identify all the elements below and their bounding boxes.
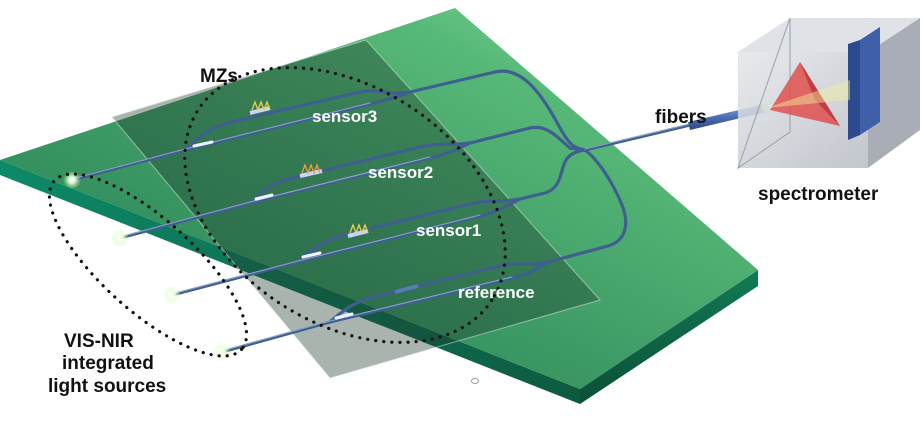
mz-sensor1-lower-arm	[296, 197, 522, 264]
label-sensor3: sensor3	[312, 107, 377, 126]
waveguide-out-reference	[546, 148, 628, 264]
sensor1-antibody-icon	[349, 223, 369, 235]
prism-shade	[800, 62, 840, 126]
label-spectrometer: spectrometer	[758, 184, 879, 205]
label-sensor1: sensor1	[416, 221, 481, 240]
mz-reference-lower-arm	[328, 260, 550, 324]
label-sensor2: sensor2	[368, 163, 433, 182]
splitter-highlights	[192, 140, 354, 320]
waveguide-out-sensor3	[408, 69, 587, 152]
waveguide-input-1	[170, 260, 300, 297]
label-fibers: fibers	[655, 107, 707, 128]
waveguide-out-sensor2	[468, 125, 587, 152]
reference-window	[394, 284, 419, 294]
chip-top-surface	[0, 8, 758, 389]
waveguide-out-sensor1	[518, 148, 587, 201]
chip	[0, 8, 758, 404]
spectrometer-box	[737, 17, 920, 170]
label-mzs: MZs	[200, 66, 238, 87]
mz-sensor3-upper-arm	[183, 89, 412, 152]
sensing-elements	[249, 100, 419, 294]
chip-front-face	[0, 160, 580, 404]
waveguide-network	[70, 69, 692, 354]
light-source-glow	[63, 171, 81, 189]
waveguide-input-3	[70, 148, 187, 182]
mzs-dotted-outline	[183, 66, 507, 344]
mz-reference-upper-arm	[328, 260, 550, 324]
light-source-glow	[111, 229, 129, 247]
spectrometer-right-face	[868, 18, 920, 168]
sensor2-antibody-icon	[301, 163, 321, 175]
waveguide-input-2	[118, 201, 252, 240]
small-marker	[471, 378, 479, 384]
label-light-sources-line1: VIS-NIR	[64, 331, 134, 352]
spectrometer-back-edges	[737, 17, 791, 170]
grating-face	[848, 40, 860, 140]
mz-sensor1-upper-arm	[296, 197, 522, 264]
waveguide-input-ref	[220, 320, 332, 354]
sensor2-sensing-window	[299, 169, 323, 178]
mz-sensor2-lower-arm	[248, 141, 472, 205]
label-light-sources-line3: light sources	[48, 376, 166, 397]
sensing-window-overlay	[111, 39, 601, 379]
label-reference: reference	[458, 283, 535, 302]
prism	[770, 62, 840, 126]
chip-side-face	[580, 270, 758, 404]
label-light-sources-line2: integrated	[62, 353, 154, 374]
sensor3-sensing-window	[249, 106, 271, 115]
mz-sensor3-lower-arm	[183, 90, 412, 152]
diffraction-grating	[860, 27, 880, 135]
light-sources-dotted-outline	[47, 172, 249, 358]
waveguide-to-fiber	[583, 123, 692, 152]
light-beam	[766, 80, 850, 108]
sensor1-sensing-window	[347, 229, 369, 238]
light-source-glow	[163, 286, 181, 304]
light-source-glow	[213, 343, 231, 361]
sensor3-antibody-icon	[251, 100, 271, 112]
mz-sensor2-upper-arm	[248, 141, 472, 205]
